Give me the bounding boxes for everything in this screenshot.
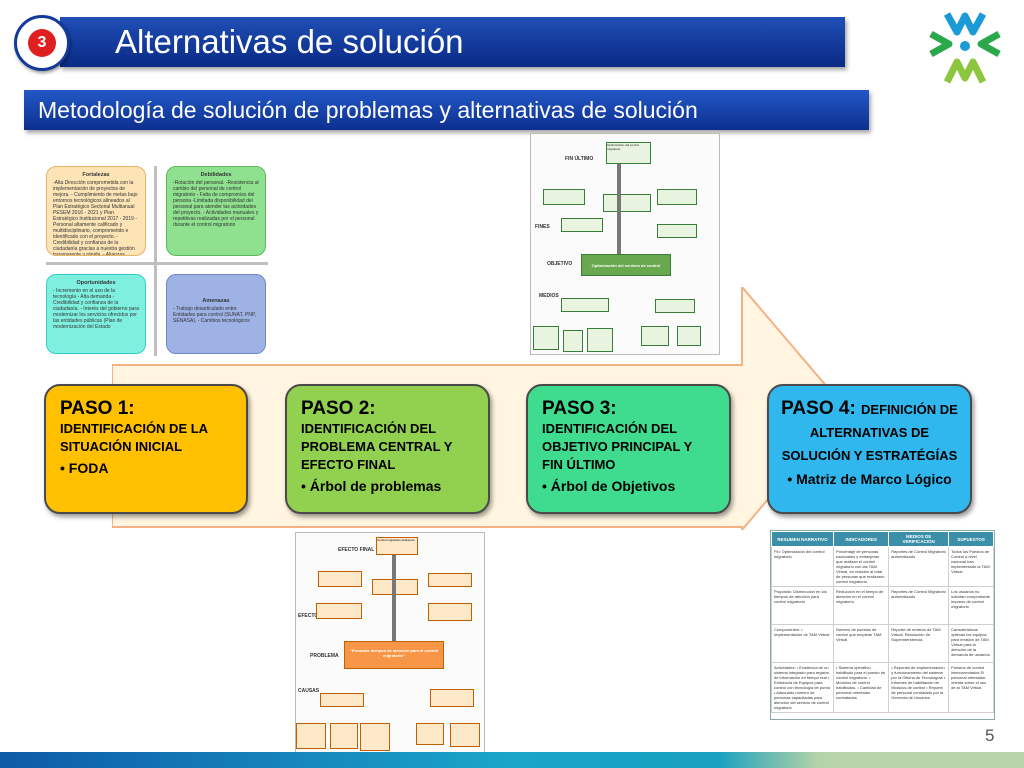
table-row: Componentes: • Implementación de TAM Vir… <box>771 624 994 663</box>
table-row: Propósito: Disminución en los tiempos de… <box>771 586 994 625</box>
marco-logico-matrix: RESUMEN NARRATIVO INDICADORES MEDIOS DE … <box>770 530 995 720</box>
paso-4-title: PASO 4: <box>781 398 862 419</box>
table-cell: Reportes de Control Migratorio automatiz… <box>888 546 950 587</box>
paso-2-title: PASO 2: <box>301 398 376 419</box>
amenazas-box: Amenazas - Trabajo desarticulado entre E… <box>166 274 266 354</box>
paso-1-card: PASO 1: IDENTIFICACIÓN DE LA SITUACIÓN I… <box>44 384 248 514</box>
problem-node: "Elevados tiempos de atención para el co… <box>344 641 444 669</box>
table-row: Fin: Optimización del control migratorio… <box>771 546 994 587</box>
paso-2-bullet: • Árbol de problemas <box>301 478 442 494</box>
mml-header-4: SUPUESTOS <box>948 531 994 547</box>
paso-3-title: PASO 3: <box>542 398 617 419</box>
table-cell: Porcentaje de personas nacionales y extr… <box>833 546 890 587</box>
label-problema: PROBLEMA <box>310 653 339 659</box>
table-cell: Los usuarios no solicitan comprobante im… <box>948 586 994 625</box>
table-cell: Número de puestos de control que emplean… <box>833 624 890 663</box>
oportunidades-box: Oportunidades - Incremento en el uso de … <box>46 274 146 354</box>
oportunidades-title: Oportunidades <box>76 280 116 286</box>
paso-3-bullet: • Árbol de Objetivos <box>542 478 676 494</box>
table-cell: Reporte de emisión de TAM Virtual. Resol… <box>888 624 950 663</box>
oportunidades-text: - Incremento en el uso de la tecnología … <box>53 288 139 330</box>
section-number-badge: 3 <box>14 15 70 71</box>
paso-1-title: PASO 1: <box>60 398 135 419</box>
paso-4-desc: DEFINICIÓN DE ALTERNATIVAS DE SOLUCIÓN Y… <box>781 402 958 463</box>
table-cell: Reportes de Control Migratorio automatiz… <box>888 586 950 625</box>
label-efectos: EFECTOS <box>298 613 322 619</box>
table-cell: • Reportes de implementación y funcionam… <box>888 662 950 713</box>
amenazas-text: - Trabajo desarticulado entre Entidades … <box>173 306 256 324</box>
table-cell: Fin: Optimización del control migratorio <box>771 546 835 587</box>
debilidades-text: -Rotación del personal. -Resistencia al … <box>173 180 259 228</box>
label-medios: MEDIOS <box>539 293 559 299</box>
fortalezas-box: Fortalezas -Alta Dirección comprometida … <box>46 166 146 256</box>
table-cell: Puestos de control interconectados El pe… <box>948 662 994 713</box>
table-row: Actividades: • Existencia de un sistema … <box>771 662 994 713</box>
objectives-tree: FIN ÚLTIMO FINES OBJETIVO MEDIOS Optimiz… <box>530 133 720 355</box>
table-cell: Todos los Puestos de Control a nivel nac… <box>948 546 994 587</box>
amenazas-title: Amenazas <box>202 298 230 304</box>
foda-matrix: Fortalezas -Alta Dirección comprometida … <box>46 166 268 356</box>
slide-title: Alternativas de solución <box>115 23 464 60</box>
paso-3-card: PASO 3: IDENTIFICACIÓN DEL OBJETIVO PRIN… <box>526 384 731 514</box>
paso-2-card: PASO 2: IDENTIFICACIÓN DEL PROBLEMA CENT… <box>285 384 490 514</box>
paso-4-bullet: • Matriz de Marco Lógico <box>787 471 952 487</box>
paso-1-desc: IDENTIFICACIÓN DE LA SITUACIÓN INICIAL <box>60 421 208 454</box>
table-cell: Propósito: Disminución en los tiempos de… <box>771 586 835 625</box>
objective-node: Optimización del servicio de control mig… <box>581 254 671 290</box>
fortalezas-title: Fortalezas <box>82 172 110 178</box>
table-cell: Componentes: • Implementación de TAM Vir… <box>771 624 835 663</box>
mml-header-3: MEDIOS DE VERIFICACIÓN <box>888 531 950 547</box>
label-objetivo: OBJETIVO <box>547 261 573 267</box>
subtitle-banner: Metodología de solución de problemas y a… <box>24 90 869 130</box>
footer-bar <box>0 752 1024 768</box>
mml-header-2: INDICADORES <box>833 531 890 547</box>
problem-top-node: Control migratorio deficiente <box>376 537 418 555</box>
debilidades-box: Debilidades -Rotación del personal. -Res… <box>166 166 266 256</box>
debilidades-title: Debilidades <box>200 172 232 178</box>
mml-header-1: RESUMEN NARRATIVO <box>771 531 835 547</box>
page-number: 5 <box>985 726 995 745</box>
paso-4-card: PASO 4: DEFINICIÓN DE ALTERNATIVAS DE SO… <box>767 384 972 514</box>
fortalezas-text: -Alta Dirección comprometida con la impl… <box>53 180 138 256</box>
label-fin: FIN ÚLTIMO <box>565 156 594 162</box>
section-number: 3 <box>28 29 56 57</box>
label-causas: CAUSAS <box>298 688 320 694</box>
slide-title-banner: Alternativas de solución <box>60 17 845 67</box>
label-fines: FINES <box>535 224 550 230</box>
table-cell: • Sistema operativo habilitado para el p… <box>833 662 890 713</box>
paso-3-desc: IDENTIFICACIÓN DEL OBJETIVO PRINCIPAL Y … <box>542 421 693 472</box>
tree-node-top: Optimización del control migratorio <box>606 142 651 164</box>
label-efecto-final: EFECTO FINAL <box>338 547 375 553</box>
table-cell: Características óptimas los equipos para… <box>948 624 994 663</box>
table-cell: Reducción en el tiempo de atención en el… <box>833 586 890 625</box>
problems-tree: EFECTO FINAL EFECTOS PROBLEMA CAUSAS Con… <box>295 532 485 768</box>
paso-1-bullet: • FODA <box>60 460 109 476</box>
paso-2-desc: IDENTIFICACIÓN DEL PROBLEMA CENTRAL Y EF… <box>301 421 453 472</box>
table-cell: Actividades: • Existencia de un sistema … <box>771 662 835 713</box>
subtitle: Metodología de solución de problemas y a… <box>38 97 698 123</box>
migraciones-logo-icon <box>929 12 1001 84</box>
